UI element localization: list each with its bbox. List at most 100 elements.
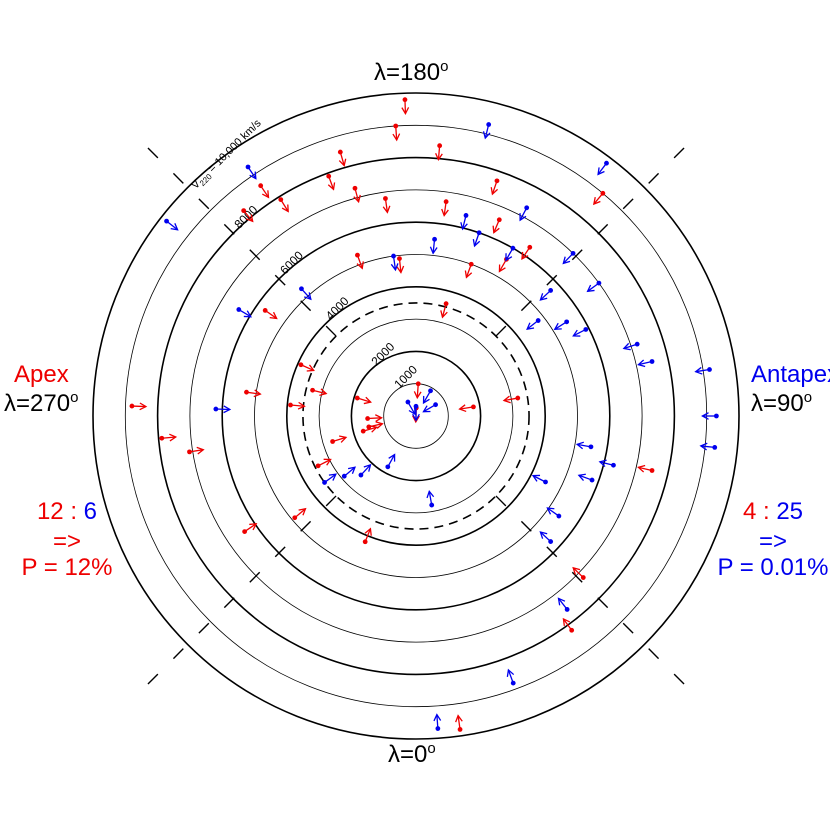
red-arrow-head <box>562 617 571 626</box>
blue-arrow-head <box>223 405 232 414</box>
red-arrow-head <box>637 464 646 473</box>
ring-6000 <box>221 221 611 611</box>
red-arrow-shaft <box>312 389 327 395</box>
blue-arrow-head <box>598 459 607 468</box>
red-arrow-shaft <box>294 508 306 519</box>
red-arrow-head <box>382 205 391 214</box>
blue-arrow-head <box>701 412 709 420</box>
blue-arrow-head <box>363 463 372 472</box>
red-arrow-shaft <box>493 219 500 233</box>
blue-arrow-shaft <box>300 288 312 300</box>
red-arrow-shaft <box>161 436 176 439</box>
red-arrow-shaft <box>244 523 257 533</box>
red-vector-15 <box>396 256 405 274</box>
blue-arrow-head <box>553 322 562 330</box>
red-arrow-head <box>169 433 178 442</box>
blue-arrow-shaft <box>432 239 436 254</box>
red-arrow-head <box>401 107 410 115</box>
red-vector-8 <box>382 196 391 214</box>
red-arrow-head <box>323 458 332 466</box>
blue-arrow-head <box>429 246 438 255</box>
red-vector-14 <box>464 261 474 279</box>
blue-vector-9 <box>586 280 602 293</box>
red-arrow-shaft <box>354 188 360 202</box>
blue-arrow-shaft <box>407 401 416 415</box>
red-arrow-head <box>498 264 506 273</box>
red-arrow-head <box>353 194 361 204</box>
blue-vector-30 <box>236 307 252 318</box>
blue-arrow-shaft <box>599 461 614 466</box>
red-arrow-shaft <box>572 567 584 579</box>
blue-arrow-head <box>557 597 566 606</box>
blue-arrow-shaft <box>343 466 356 477</box>
blue-arrow-head <box>460 222 468 231</box>
red-vector-44 <box>360 425 378 434</box>
red-vector-24 <box>187 446 205 455</box>
blue-vector-10 <box>539 288 554 301</box>
blue-arrow-head <box>390 263 399 272</box>
blue-arrow-shaft <box>526 320 539 330</box>
red-arrow-head <box>413 391 422 400</box>
red-vector-30 <box>455 714 463 732</box>
blue-vector-18 <box>699 442 718 451</box>
blue-vector-39 <box>422 388 433 405</box>
red-arrow-head <box>339 435 348 443</box>
red-arrow-head <box>375 414 383 423</box>
red-arrow-head <box>196 446 205 455</box>
blue-vector-31 <box>213 405 232 414</box>
red-arrow-head <box>249 523 258 531</box>
red-arrow-shaft <box>332 436 347 443</box>
red-arrow-shaft <box>367 417 382 420</box>
blue-arrow-shaft <box>247 166 257 179</box>
red-arrow-shaft <box>491 180 498 195</box>
red-arrow-head <box>396 265 405 274</box>
red-vector-35 <box>502 395 521 404</box>
red-vector-16 <box>355 252 364 270</box>
blue-arrow-head <box>249 171 257 180</box>
red-vector-10 <box>441 199 449 217</box>
red-arrow-head <box>297 401 306 410</box>
red-arrow-head <box>261 190 270 199</box>
blue-arrow-head <box>622 342 631 351</box>
red-arrow-shaft <box>357 397 371 403</box>
blue-arrow-head <box>531 474 541 482</box>
blue-arrow-head <box>388 453 396 462</box>
blue-vector-21 <box>577 473 595 483</box>
blue-arrow-head <box>694 366 703 375</box>
blue-arrow-shaft <box>573 328 587 337</box>
blue-vector-29 <box>299 286 312 301</box>
red-arrow-shaft <box>260 185 270 198</box>
blue-arrow-head <box>539 531 548 539</box>
red-vector-36 <box>413 381 422 400</box>
blue-vector-7 <box>505 245 516 262</box>
red-arrow-shaft <box>503 397 518 402</box>
blue-arrow-head <box>433 713 442 722</box>
red-arrow-shaft <box>189 449 204 453</box>
red-vector-41 <box>354 395 372 405</box>
blue-arrow-shaft <box>638 360 653 366</box>
label-apex: Apex <box>14 361 69 388</box>
red-arrow-head <box>464 270 473 279</box>
ring-2000 <box>350 350 482 482</box>
blue-arrow-shaft <box>428 491 433 506</box>
blue-arrow-shaft <box>324 473 337 483</box>
red-vector-20 <box>288 401 306 410</box>
blue-arrow-shaft <box>578 474 593 481</box>
blue-arrow-shaft <box>547 507 560 517</box>
ring-label-8000: 8000 <box>232 202 261 231</box>
apex-probability: P = 12% <box>21 554 113 581</box>
red-vector-27 <box>242 523 258 534</box>
red-arrow-shaft <box>328 175 335 190</box>
velocity-rings <box>92 92 740 740</box>
blue-arrow-shaft <box>532 475 546 483</box>
blue-arrow-head <box>328 473 337 481</box>
blue-vector-26 <box>506 668 516 686</box>
red-arrow-shaft <box>384 198 389 213</box>
red-arrow-shaft <box>416 383 419 398</box>
label-lambda-90: λ=90o <box>751 389 813 417</box>
red-vector-11 <box>490 178 500 196</box>
radius-label: V220 = 10,000 km/s <box>189 117 265 193</box>
ring-thin-5000 <box>254 254 578 578</box>
red-arrow-shaft <box>243 210 254 222</box>
blue-arrow-shaft <box>695 368 710 373</box>
